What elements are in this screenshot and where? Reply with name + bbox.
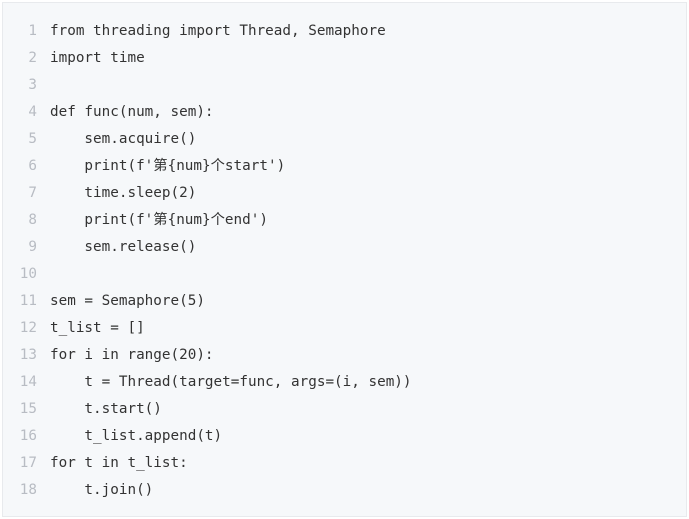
code-line: 9 sem.release()	[3, 234, 686, 261]
line-number: 7	[28, 185, 37, 201]
code-line: 12 t_list = []	[3, 315, 686, 342]
line-number: 15	[19, 401, 37, 417]
line-number: 17	[19, 455, 37, 471]
code-text	[50, 261, 686, 288]
code-text: def func(num, sem):	[50, 104, 214, 120]
code-text: sem.acquire()	[50, 131, 197, 147]
line-number: 18	[19, 482, 37, 498]
code-line: 3	[3, 72, 686, 99]
line-number: 9	[28, 239, 37, 255]
code-text: for t in t_list:	[50, 455, 188, 471]
line-number: 3	[28, 77, 37, 93]
code-text: print(f'第{num}个end')	[50, 212, 268, 228]
line-number: 12	[19, 320, 37, 336]
code-text: t = Thread(target=func, args=(i, sem))	[50, 374, 412, 390]
code-text: t_list.append(t)	[50, 428, 223, 444]
code-text: import time	[50, 50, 145, 66]
code-text: time.sleep(2)	[50, 185, 197, 201]
code-text: sem = Semaphore(5)	[50, 293, 205, 309]
line-number: 4	[28, 104, 37, 120]
code-text: t_list = []	[50, 320, 145, 336]
code-text: t.join()	[50, 482, 154, 498]
code-text: t.start()	[50, 401, 162, 417]
code-line: 2 import time	[3, 45, 686, 72]
line-number: 14	[19, 374, 37, 390]
code-line: 6 print(f'第{num}个start')	[3, 153, 686, 180]
line-number: 11	[19, 293, 37, 309]
code-line: 8 print(f'第{num}个end')	[3, 207, 686, 234]
line-number: 13	[19, 347, 37, 363]
code-line: 18 t.join()	[3, 477, 686, 504]
code-text: from threading import Thread, Semaphore	[50, 23, 386, 39]
line-number: 8	[28, 212, 37, 228]
code-line: 14 t = Thread(target=func, args=(i, sem)…	[3, 369, 686, 396]
line-number: 6	[28, 158, 37, 174]
code-line: 4 def func(num, sem):	[3, 99, 686, 126]
code-text: for i in range(20):	[50, 347, 214, 363]
code-line: 10	[3, 261, 686, 288]
line-number: 5	[28, 131, 37, 147]
code-line: 15 t.start()	[3, 396, 686, 423]
line-number: 1	[28, 23, 37, 39]
code-text	[50, 72, 686, 99]
code-line: 13 for i in range(20):	[3, 342, 686, 369]
code-line: 7 time.sleep(2)	[3, 180, 686, 207]
line-number: 2	[28, 50, 37, 66]
code-text: sem.release()	[50, 239, 197, 255]
code-line: 17 for t in t_list:	[3, 450, 686, 477]
code-line: 11 sem = Semaphore(5)	[3, 288, 686, 315]
line-number: 10	[19, 266, 37, 282]
code-line: 1 from threading import Thread, Semaphor…	[3, 18, 686, 45]
code-text: print(f'第{num}个start')	[50, 158, 286, 174]
line-number: 16	[19, 428, 37, 444]
code-line: 5 sem.acquire()	[3, 126, 686, 153]
code-line: 16 t_list.append(t)	[3, 423, 686, 450]
